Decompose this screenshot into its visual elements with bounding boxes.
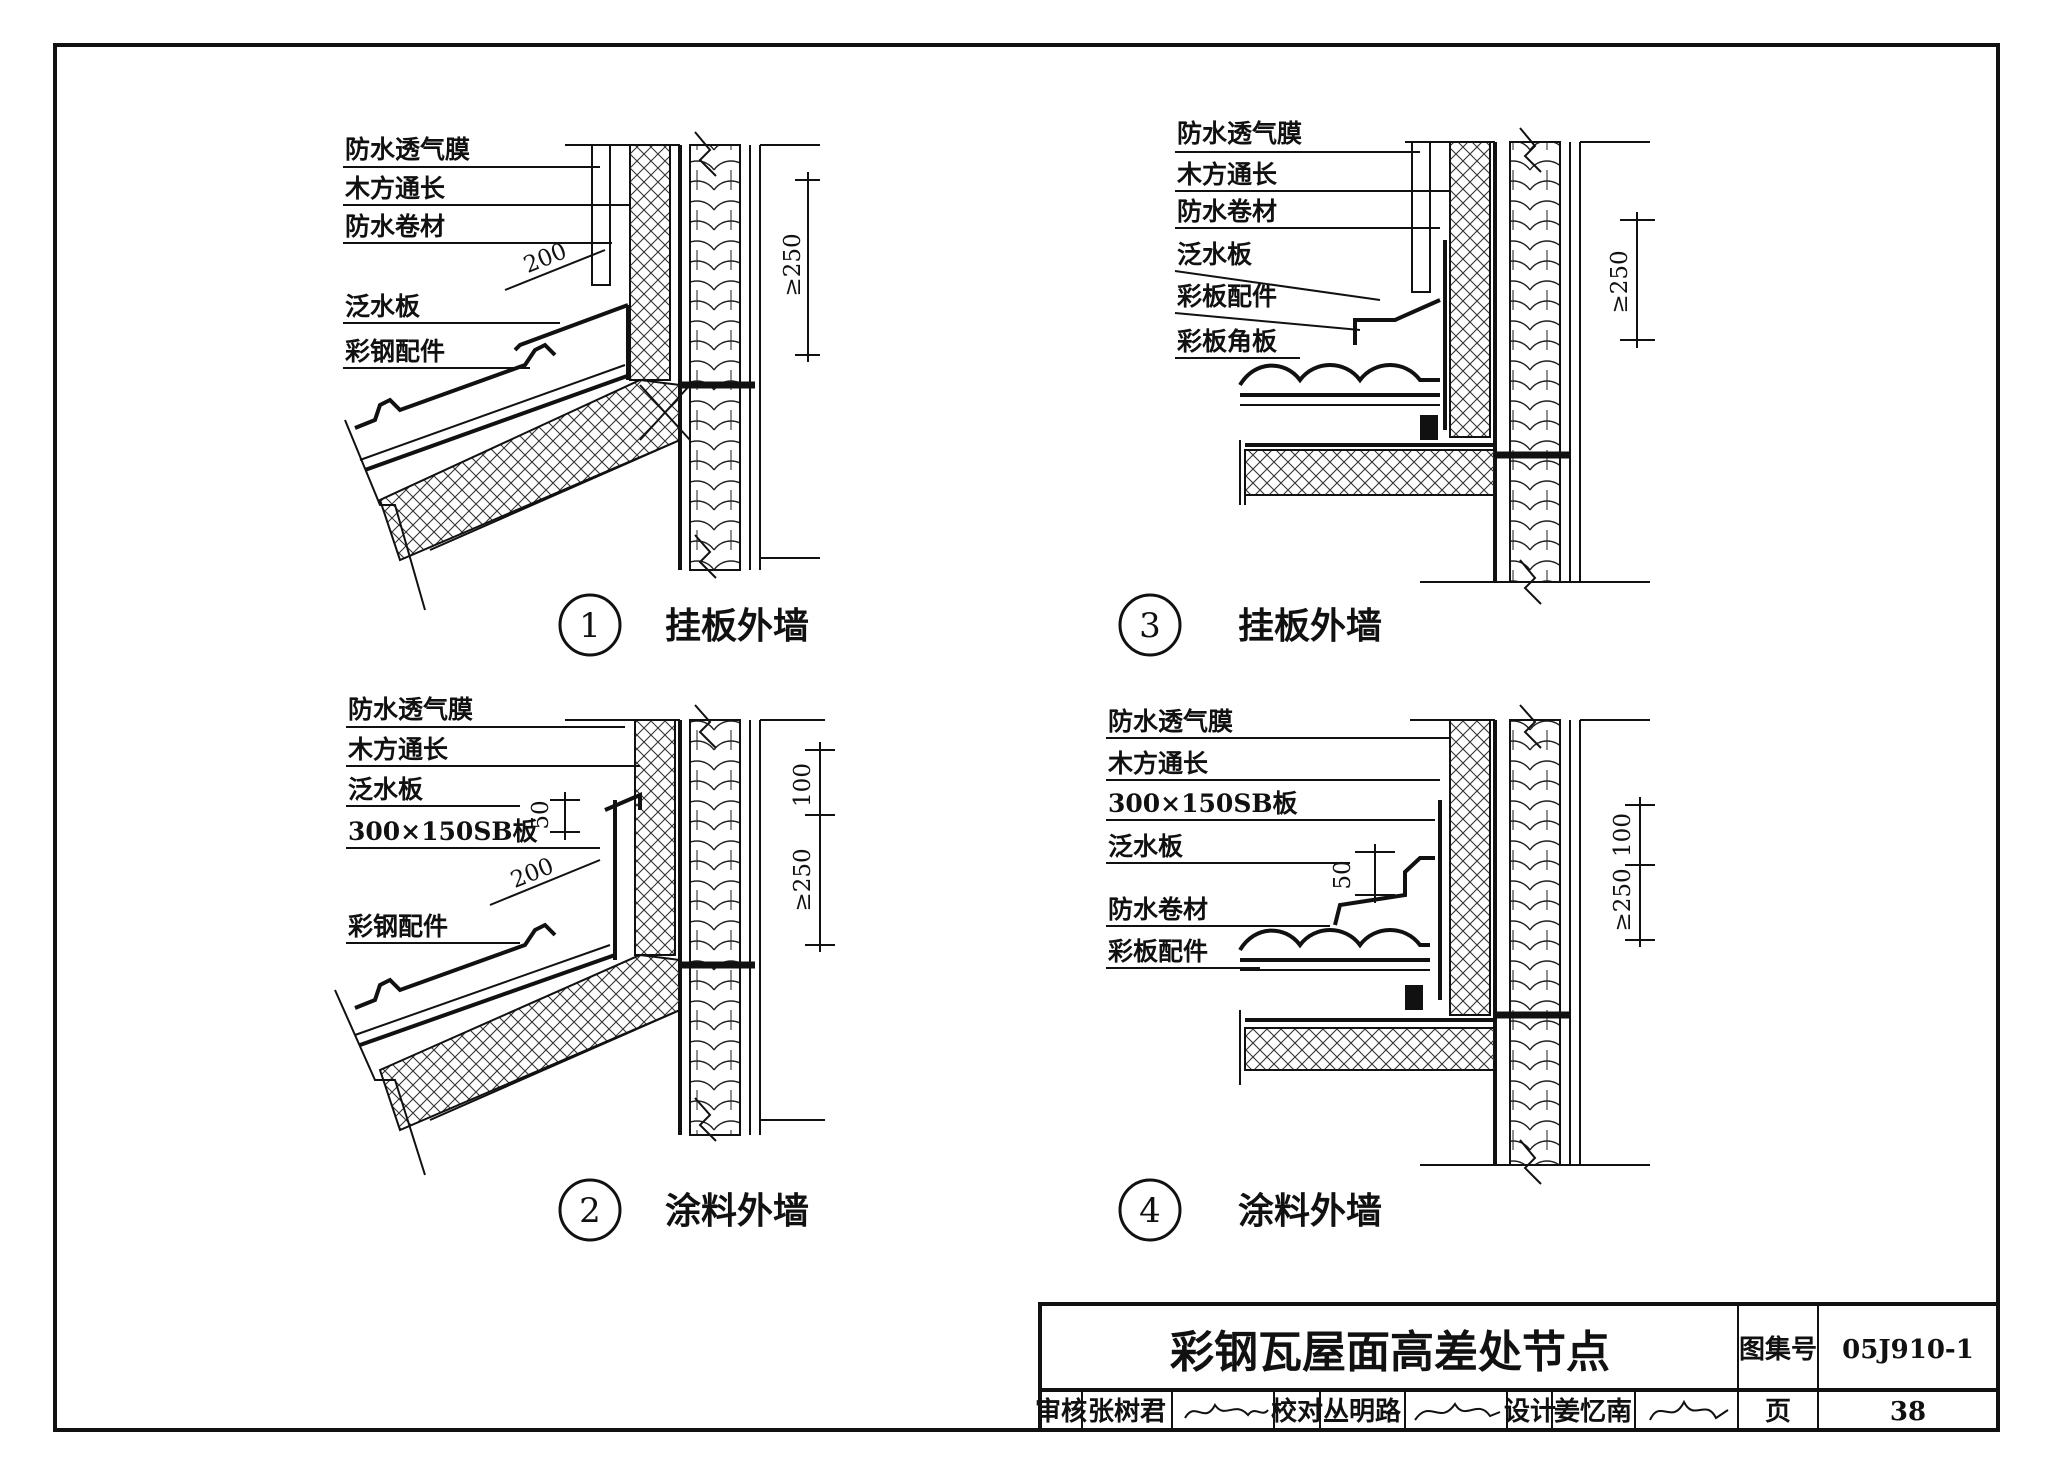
wood-batten (629, 144, 671, 381)
callout-label: 防水透气膜 (348, 695, 473, 724)
callout-label: 彩板配件 (1177, 282, 1277, 311)
detail-4: 100 ≥250 50 防水透气膜 木方通长 300×150SB板 泛水板 防水… (1106, 704, 1655, 1242)
dim-text: ≥250 (1610, 868, 1636, 931)
detail-caption: 挂板外墙 (1238, 605, 1382, 647)
callout-label: 防水卷材 (345, 212, 445, 241)
wall-insulation (1509, 141, 1561, 583)
dim-text: 50 (528, 800, 554, 829)
detail-number: 3 (1139, 606, 1161, 646)
dim-text: ≥250 (790, 848, 816, 911)
callout-label: 防水卷材 (1108, 895, 1208, 924)
callout-label: 木方通长 (1176, 160, 1278, 189)
callout-label: 泛水板 (1108, 832, 1183, 861)
wood-batten (1449, 141, 1491, 438)
callout-label: 木方通长 (1107, 749, 1209, 778)
detail-number: 1 (579, 606, 601, 646)
atlas-number: 05J910-1 (1842, 1335, 1974, 1365)
callout-label: 300×150SB板 (348, 817, 538, 846)
roof-insulation (1244, 449, 1496, 496)
callout-label: 彩板角板 (1177, 327, 1277, 356)
designer-signature (1649, 1399, 1729, 1421)
callout-label: 木方通长 (344, 174, 446, 203)
wall-insulation (689, 144, 741, 571)
wood-batten (1449, 719, 1491, 1016)
callout-label: 防水卷材 (1177, 197, 1277, 226)
designer-name: 姜忆南 (1554, 1396, 1632, 1427)
detail-number: 2 (579, 1191, 601, 1231)
page-label: 页 (1765, 1397, 1791, 1427)
atlas-label: 图集号 (1739, 1334, 1817, 1365)
dim-text: 100 (1610, 813, 1636, 857)
dim-text: 200 (520, 238, 570, 279)
dim-text: 50 (1330, 860, 1356, 889)
page-number: 38 (1890, 1397, 1926, 1427)
roof-insulation (1244, 1027, 1496, 1071)
reviewer-signature (1184, 1403, 1269, 1419)
callout-label: 泛水板 (345, 292, 420, 321)
callout-label: 泛水板 (1177, 240, 1252, 269)
detail-1: ≥250 200 防水透气膜 木方通长 防水卷材 泛水板 彩钢配件 1 挂板外墙 (343, 131, 820, 657)
reviewer-name: 张树君 (1088, 1397, 1166, 1427)
callout-label: 彩板配件 (1108, 937, 1208, 966)
dim-text: 100 (790, 763, 816, 807)
review-label: 审核 (1035, 1396, 1087, 1427)
callout-label: 防水透气膜 (1177, 119, 1302, 148)
dim-text: ≥250 (1607, 250, 1633, 313)
callout-label: 泛水板 (348, 775, 423, 804)
checker-name: 丛明路 (1323, 1396, 1402, 1427)
drawing-title: 彩钢瓦屋面高差处节点 (1170, 1327, 1610, 1378)
design-label: 设计 (1504, 1397, 1556, 1427)
detail-2: 100 ≥250 50 200 防水透气膜 木方通长 泛水板 300×150SB… (334, 695, 835, 1242)
wall-insulation (689, 719, 741, 1136)
callout-label: 彩钢配件 (345, 337, 445, 366)
callout-label: 彩钢配件 (348, 912, 448, 941)
detail-number: 4 (1139, 1191, 1161, 1231)
detail-caption: 挂板外墙 (665, 605, 809, 647)
callout-label: 300×150SB板 (1108, 789, 1298, 818)
wood-batten (634, 719, 676, 956)
title-block: 彩钢瓦屋面高差处节点 图集号 05J910-1 审核 张树君 校对 丛明路 设计… (1035, 1302, 2000, 1432)
callout-label: 防水透气膜 (1108, 707, 1233, 736)
detail-caption: 涂料外墙 (1238, 1190, 1382, 1232)
callout-label: 木方通长 (347, 735, 449, 764)
callout-label: 防水透气膜 (345, 135, 470, 164)
detail-3: ≥250 防水透气膜 木方通长 防水卷材 泛水板 彩板配件 彩板角板 3 挂板外… (1118, 119, 1655, 657)
checker-signature (1414, 1402, 1501, 1421)
roof-insulation (378, 953, 681, 1132)
wall-insulation (1509, 719, 1561, 1166)
check-label: 校对 (1271, 1396, 1323, 1427)
detail-caption: 涂料外墙 (665, 1190, 809, 1232)
roof-insulation (378, 378, 681, 562)
sheet-border (53, 43, 2000, 1432)
dim-text: ≥250 (780, 233, 806, 296)
